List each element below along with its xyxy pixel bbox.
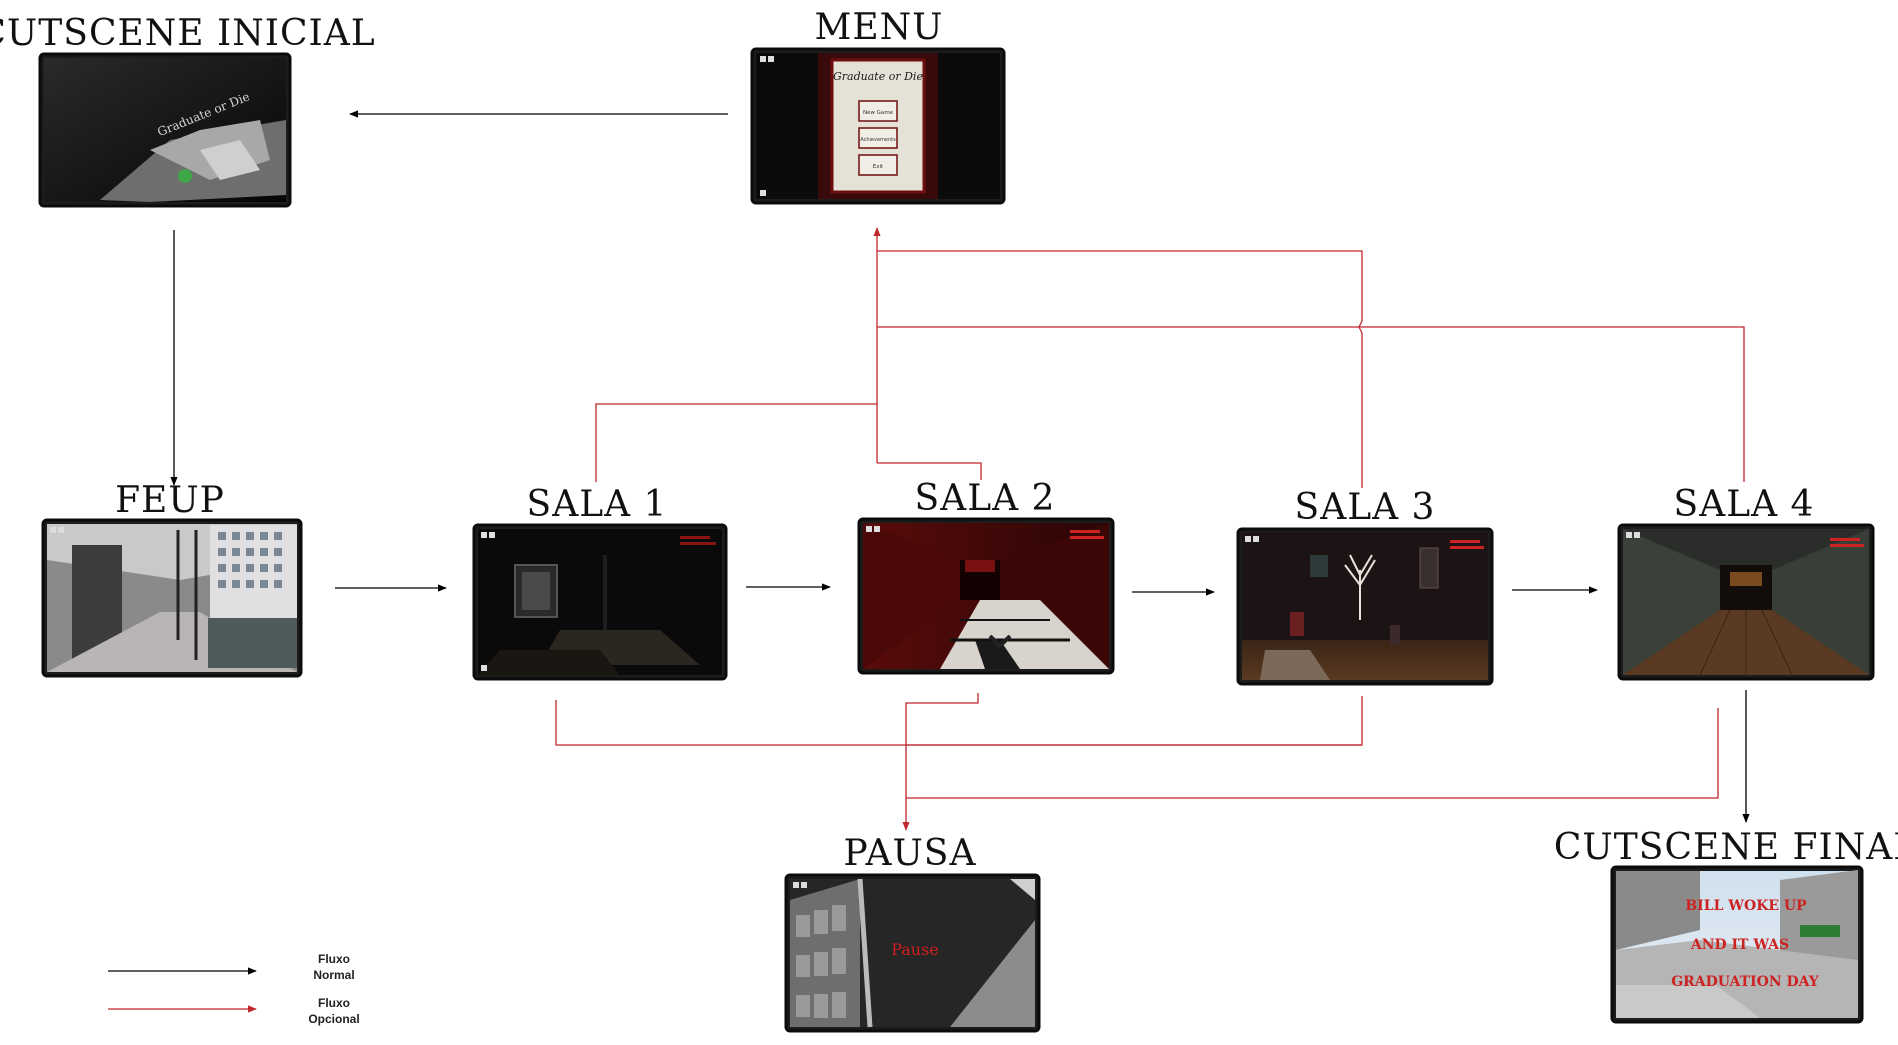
node-pausa: PAUSA Pause xyxy=(784,833,1041,1033)
edge-sala1-to-menu xyxy=(595,403,877,482)
edge-sala2-to-pausa xyxy=(902,693,979,831)
menu-button-new-game: New Game xyxy=(863,110,894,116)
sala4-thumbnail xyxy=(1623,529,1869,676)
optional-flow-edges xyxy=(555,227,1745,831)
node-title-sala1: SALA 1 xyxy=(527,484,668,525)
node-title-sala2: SALA 2 xyxy=(915,478,1056,519)
pausa-thumbnail: Pause xyxy=(790,878,1035,1028)
cutscene-final-line-2: AND IT WAS xyxy=(1690,937,1789,953)
node-cutscene-inicial: CUTSCENE INICIAL Graduate or Die xyxy=(0,13,376,208)
node-title-sala3: SALA 3 xyxy=(1295,487,1436,528)
legend-normal-label-1: Fluxo xyxy=(318,952,350,966)
node-sala2: SALA 2 xyxy=(857,478,1115,675)
node-title-cutscene-inicial: CUTSCENE INICIAL xyxy=(0,13,376,54)
pausa-overlay-text: Pause xyxy=(891,940,939,959)
legend-normal-label-2: Normal xyxy=(313,968,354,982)
edge-sala4-to-menu xyxy=(877,326,1745,482)
node-title-pausa: PAUSA xyxy=(844,833,977,874)
node-title-menu: MENU xyxy=(815,7,944,48)
menu-button-achievements: Achievements xyxy=(860,137,896,143)
cutscene-final-line-1: BILL WOKE UP xyxy=(1685,898,1807,914)
cutscene-inicial-thumbnail: Graduate or Die xyxy=(44,58,286,202)
node-menu: MENU Graduate or Die New Game Achievemen… xyxy=(750,7,1006,205)
node-title-feup: FEUP xyxy=(115,480,225,521)
cutscene-final-thumbnail: BILL WOKE UP AND IT WAS GRADUATION DAY xyxy=(1616,870,1858,1018)
sala2-thumbnail xyxy=(863,523,1109,669)
cutscene-final-line-3: GRADUATION DAY xyxy=(1671,974,1820,990)
node-title-cutscene-final: CUTSCENE FINAL xyxy=(1554,827,1898,868)
feup-thumbnail xyxy=(47,524,297,672)
legend: Fluxo Normal Fluxo Opcional xyxy=(108,952,360,1026)
sala1-thumbnail xyxy=(478,529,722,675)
node-sala3: SALA 3 xyxy=(1236,487,1494,686)
sala3-thumbnail xyxy=(1242,533,1488,680)
node-feup: FEUP xyxy=(41,480,303,678)
menu-button-exit: Exit xyxy=(873,164,884,170)
node-sala1: SALA 1 xyxy=(472,484,728,681)
edge-sala2-to-menu xyxy=(877,462,982,480)
menu-thumbnail: Graduate or Die New Game Achievements Ex… xyxy=(756,53,1000,199)
legend-optional-label-1: Fluxo xyxy=(318,996,350,1010)
edge-sala4-to-pausa xyxy=(906,708,1719,799)
node-title-sala4: SALA 4 xyxy=(1674,484,1815,525)
menu-game-title: Graduate or Die xyxy=(833,70,923,83)
edge-sala3-to-menu xyxy=(877,250,1363,488)
node-sala4: SALA 4 xyxy=(1617,484,1875,681)
node-cutscene-final: CUTSCENE FINAL BILL WOKE UP AND IT WAS G… xyxy=(1554,827,1898,1024)
normal-flow-edges xyxy=(170,110,1750,823)
legend-optional-label-2: Opcional xyxy=(308,1012,359,1026)
